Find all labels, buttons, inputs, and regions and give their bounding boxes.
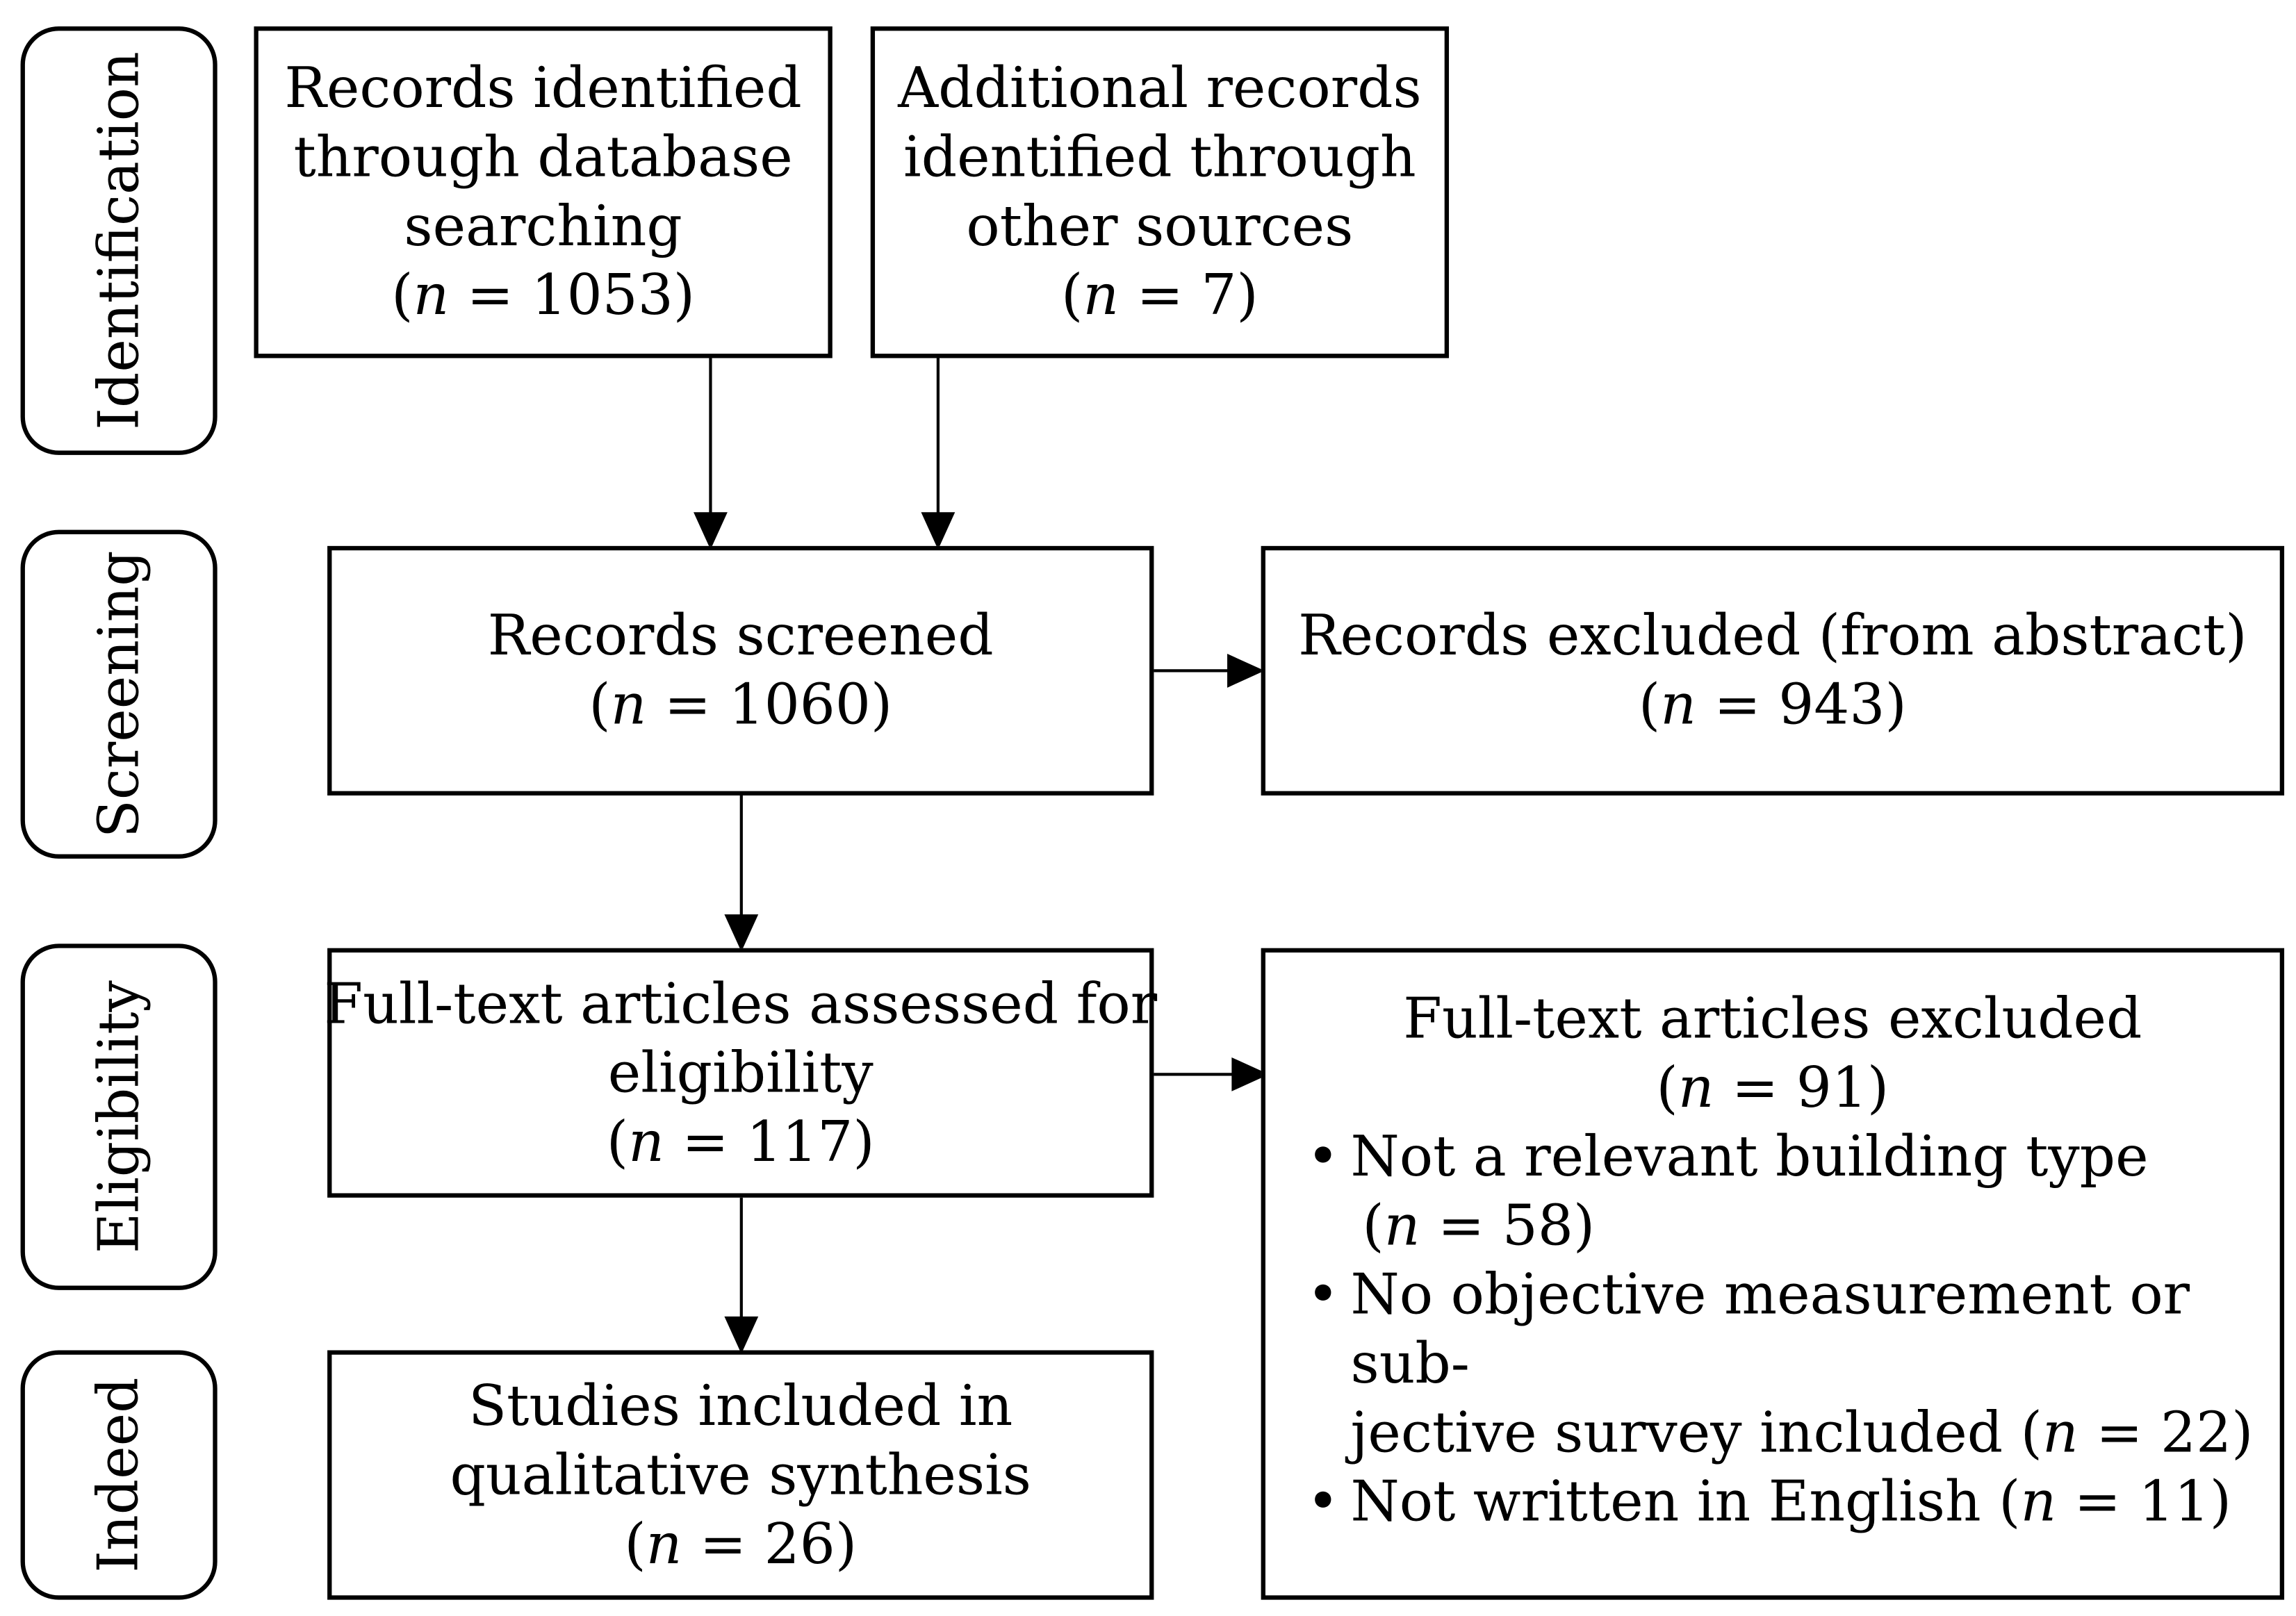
count-line: (n = 1060) — [589, 670, 892, 739]
box-fulltext-assessed: Full-text articles assessed for eligibil… — [324, 948, 1158, 1198]
count-prefix: ( — [1061, 263, 1083, 328]
box-title: Full-text articles excluded — [1403, 986, 2142, 1051]
box-text-line: other sources — [966, 193, 1354, 258]
count-line: (n = 943) — [1639, 670, 1907, 739]
phase-eligibility-label: Eligibility — [86, 980, 151, 1254]
phase-eligibility: Eligibility — [20, 943, 218, 1290]
n-symbol: n — [1678, 1055, 1714, 1120]
n-symbol: n — [628, 1108, 664, 1173]
count-line: (n = 1053) — [391, 261, 695, 330]
box-text-line: Studies included in — [468, 1373, 1013, 1438]
phase-included: Indeed — [20, 1350, 218, 1600]
n-symbol: n — [646, 1510, 682, 1576]
reason-text: Not a relevant building type — [1350, 1124, 2149, 1189]
n-symbol: n — [2042, 1400, 2078, 1465]
count-line: (n = 7) — [1061, 261, 1258, 330]
count-value: = 7) — [1119, 263, 1258, 328]
n-symbol: n — [413, 263, 450, 328]
box-text-line: Additional records — [898, 56, 1422, 121]
exclusion-reasons-list: • Not a relevant building type (n = 58) … — [1265, 1123, 2280, 1537]
n-symbol: n — [1660, 672, 1696, 737]
n-symbol: n — [2020, 1469, 2057, 1534]
box-records-screened: Records screened (n = 1060) — [327, 545, 1154, 795]
count-value: = 1053) — [449, 263, 696, 328]
count-prefix: ( — [1362, 1193, 1384, 1258]
count-value: = 943) — [1696, 672, 1907, 737]
reason-text-part: Not written in English ( — [1350, 1469, 2021, 1534]
box-text-line: Records excluded (from abstract) — [1298, 603, 2247, 668]
n-symbol: n — [1384, 1193, 1420, 1258]
count-value: = 91) — [1714, 1055, 1889, 1120]
count-value: = 58) — [1420, 1193, 1596, 1258]
count-line: (n = 26) — [624, 1510, 857, 1578]
count-prefix: ( — [606, 1108, 629, 1173]
list-item: • No objective measurement or sub- jecti… — [1306, 1261, 2280, 1468]
bullet-icon: • — [1306, 1262, 1340, 1327]
box-text-line: identified through — [903, 124, 1416, 190]
phase-identification: Identification — [20, 26, 218, 455]
count-value: = 22) — [2078, 1400, 2254, 1465]
count-line: (n = 117) — [607, 1107, 875, 1176]
count-prefix: ( — [1656, 1055, 1678, 1120]
box-database-records: Records identified through database sear… — [254, 26, 833, 358]
box-text-line: Full-text articles assessed for — [324, 971, 1158, 1036]
n-symbol: n — [1083, 263, 1120, 328]
phase-screening: Screening — [20, 529, 218, 859]
count-prefix: ( — [624, 1510, 646, 1576]
box-text-line: through database — [293, 124, 793, 190]
reason-count: (n = 58) — [1351, 1192, 2280, 1260]
bullet-icon: • — [1306, 1124, 1340, 1189]
count-value: = 1060) — [646, 672, 893, 737]
box-text-line: eligibility — [607, 1039, 874, 1105]
count-prefix: ( — [391, 263, 413, 328]
count-prefix: ( — [1638, 672, 1661, 737]
box-text-line: Records identified — [284, 56, 802, 121]
reason-text-continued: jective survey included (n = 22) — [1351, 1399, 2280, 1467]
box-text-line: Records screened — [487, 603, 994, 668]
list-item: • Not written in English (n = 11) — [1306, 1468, 2280, 1537]
box-studies-included: Studies included in qualitative synthesi… — [327, 1350, 1154, 1600]
reason-text: Not written in English (n = 11) — [1351, 1468, 2280, 1537]
phase-screening-label: Screening — [86, 550, 151, 839]
count-line: (n = 91) — [1265, 1054, 2280, 1123]
phase-identification-label: Identification — [86, 51, 151, 430]
bullet-icon: • — [1306, 1469, 1340, 1534]
box-text-line: searching — [404, 193, 682, 258]
reason-text-part: jective survey included ( — [1350, 1400, 2042, 1465]
phase-included-label: Indeed — [86, 1377, 151, 1573]
count-value: = 117) — [664, 1108, 875, 1173]
box-fulltext-excluded: Full-text articles excluded (n = 91) • N… — [1261, 948, 2285, 1600]
list-item: • Not a relevant building type (n = 58) — [1306, 1123, 2280, 1261]
box-other-sources: Additional records identified through ot… — [870, 26, 1450, 358]
count-prefix: ( — [589, 672, 611, 737]
count-value: = 26) — [682, 1510, 858, 1576]
box-text-line: qualitative synthesis — [450, 1442, 1031, 1507]
box-records-excluded: Records excluded (from abstract) (n = 94… — [1261, 545, 2285, 795]
reason-text: No objective measurement or sub- — [1350, 1262, 2190, 1396]
count-value: = 11) — [2056, 1469, 2232, 1534]
n-symbol: n — [610, 672, 647, 737]
